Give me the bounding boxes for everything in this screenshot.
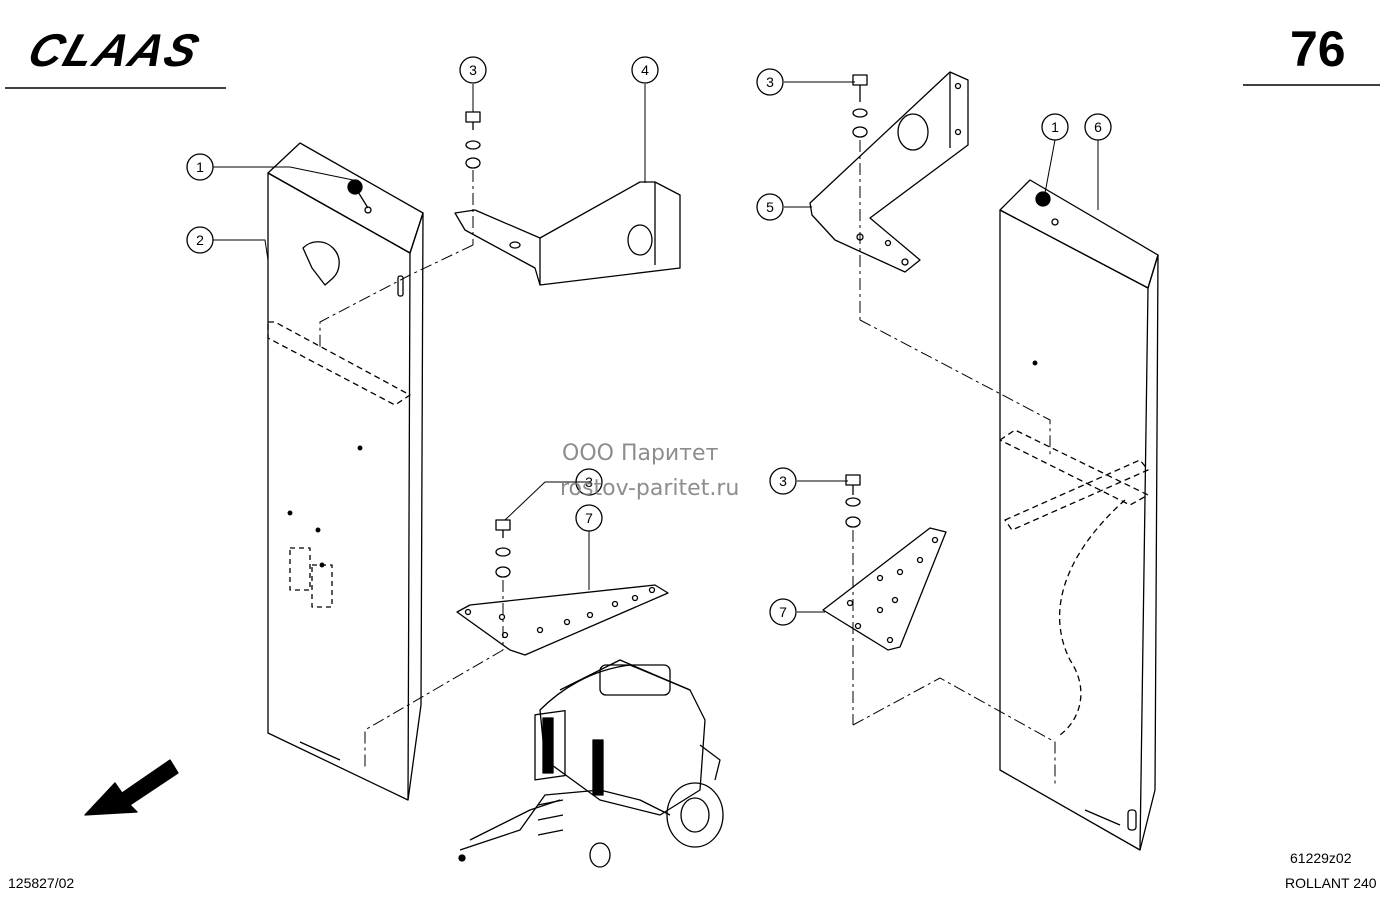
fastener-set-4: [845, 474, 861, 528]
callout-circles: [186, 56, 1112, 626]
page-number: 76: [1290, 21, 1346, 77]
fastener-set-1: [465, 111, 481, 169]
plate-part-7-left: [456, 584, 669, 656]
claas-logo: CLAAS: [22, 25, 207, 77]
drawing-code: 61229z02: [1290, 850, 1352, 866]
callout-label: 3: [585, 474, 593, 490]
callout-label: 2: [196, 232, 204, 248]
callout-label: 1: [196, 159, 204, 175]
assembly-lines: [319, 140, 1056, 785]
plate-part-7-right: [822, 527, 947, 651]
callout-leaders: [213, 81, 1099, 613]
callout-label: 4: [641, 62, 649, 78]
baler-machine-icon: [458, 659, 724, 868]
bracket-part-5: [809, 71, 969, 273]
fastener-set-2: [852, 74, 868, 138]
fastener-set-3: [495, 519, 511, 578]
claas-logo-text: CLAAS: [22, 25, 207, 77]
watermark-url: rostov-paritet.ru: [560, 476, 740, 501]
bracket-part-4: [454, 181, 681, 286]
callout-labels: 1 2 3 4 3 5 1 6 3 7 3 7: [196, 62, 1102, 620]
callout-label: 3: [779, 473, 787, 489]
document-number: 125827/02: [8, 875, 75, 891]
callout-label: 3: [766, 74, 774, 90]
callout-label: 7: [585, 510, 593, 526]
right-side-panel: [999, 179, 1159, 851]
callout-label: 5: [766, 199, 774, 215]
direction-arrow-icon: [84, 759, 179, 816]
callout-label: 1: [1051, 119, 1059, 135]
callout-label: 6: [1094, 119, 1102, 135]
callout-label: 3: [469, 62, 477, 78]
left-side-panel: [267, 142, 424, 801]
callout-label: 7: [779, 604, 787, 620]
model-name: ROLLANT 240: [1285, 875, 1377, 891]
watermark-company: ООО Паритет: [562, 441, 719, 466]
